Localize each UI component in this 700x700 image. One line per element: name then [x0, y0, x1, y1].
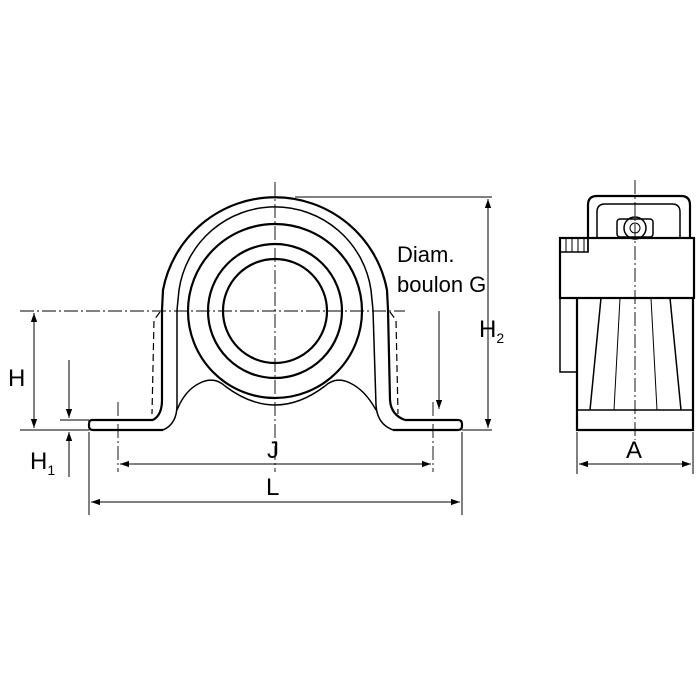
- H-label: H: [8, 365, 25, 392]
- bolt-diameter-label-line2: boulon G: [397, 272, 486, 297]
- hidden-line-right: [389, 311, 399, 415]
- J-label: J: [267, 437, 279, 464]
- hidden-line-left: [151, 311, 161, 415]
- front-right-foot: [393, 418, 464, 432]
- side-housing-cap-inner: [596, 203, 681, 238]
- side-rib-right: [650, 297, 658, 411]
- housing-inner-contour: [162, 206, 394, 431]
- front-left-foot: [87, 418, 163, 432]
- housing-outer-contour: [152, 196, 406, 422]
- side-rib-left: [613, 297, 621, 411]
- side-shaft-end: [559, 298, 578, 373]
- side-view: [558, 180, 696, 440]
- side-taper-right: [669, 297, 682, 411]
- saddle-curve: [176, 379, 377, 411]
- side-pedestal: [575, 298, 695, 432]
- side-housing-cap: [586, 194, 692, 238]
- A-label: A: [626, 437, 642, 464]
- side-collar-band: [559, 237, 589, 253]
- H2-label: H2: [479, 316, 504, 346]
- L-label: L: [266, 474, 279, 501]
- grease-nipple: [623, 216, 647, 240]
- dimensions: H H1 H2 Diam. boulon G J L A: [8, 196, 694, 506]
- side-bearing-block: [558, 236, 696, 300]
- H1-label: H1: [30, 448, 55, 478]
- front-view: [20, 182, 464, 515]
- side-taper-left: [589, 297, 602, 411]
- bolt-diameter-label-line1: Diam.: [397, 242, 454, 267]
